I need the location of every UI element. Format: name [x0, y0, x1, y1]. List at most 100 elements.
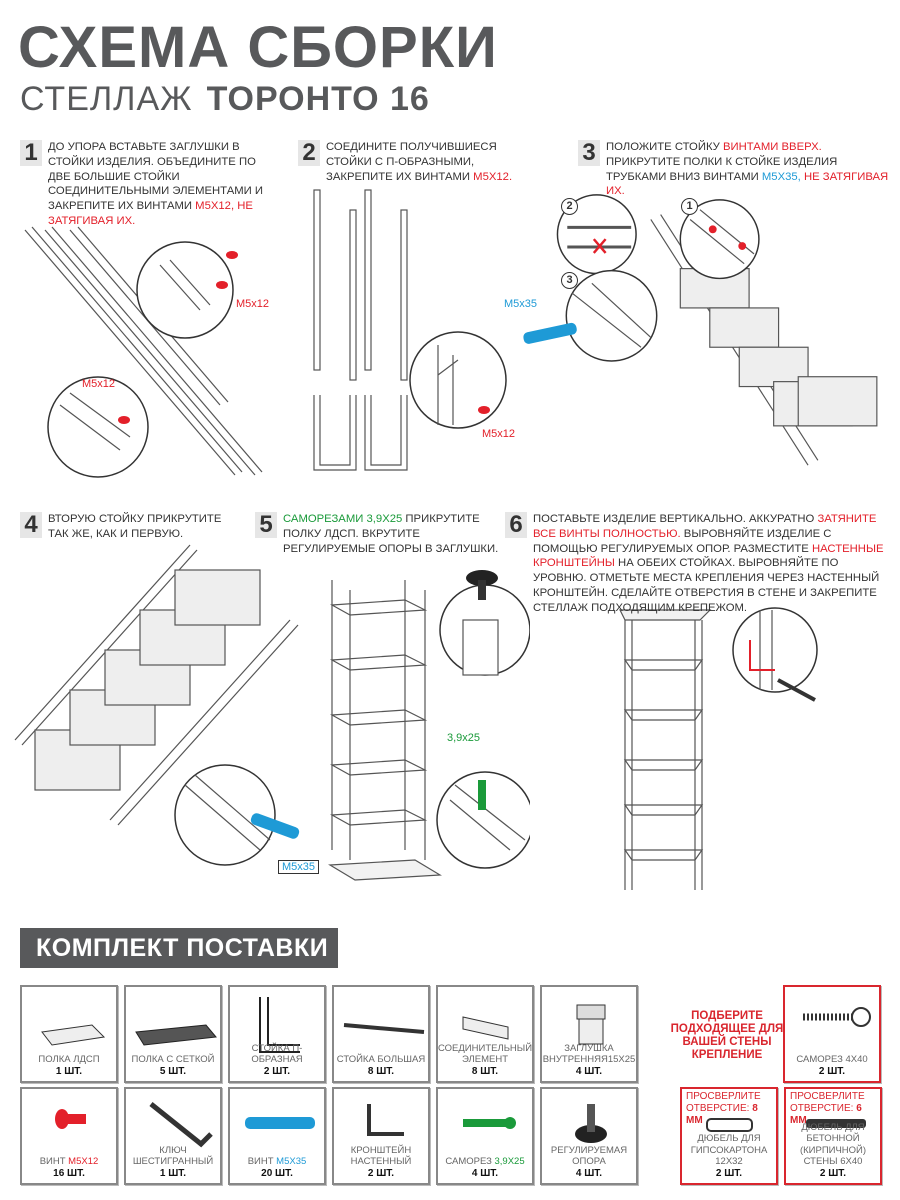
- drywall-anchor-icon: [706, 1118, 753, 1132]
- concrete-anchor-icon: [806, 1119, 866, 1128]
- step-instruction: Поставьте изделие вертикально. Аккуратно…: [533, 512, 893, 616]
- callout-m5x35: M5x35: [278, 860, 320, 874]
- item-qty: 2 шт.: [263, 1065, 291, 1077]
- item-qty: 8 шт.: [367, 1065, 395, 1077]
- item-size: M5x12: [68, 1156, 99, 1167]
- step-instruction: Положите стойку винтами вверх. Прикрутит…: [606, 140, 896, 199]
- callout-m5x12: M5x12: [482, 428, 516, 440]
- kit-section-title: КОМПЛЕКТ ПОСТАВКИ: [20, 928, 338, 968]
- step-number: 4: [20, 512, 42, 538]
- item-qty: 2 шт.: [819, 1167, 847, 1179]
- instruction-segment: M5x12.: [473, 170, 513, 183]
- red-screw-icon: [55, 1109, 86, 1129]
- item-qty: 2 шт.: [367, 1167, 395, 1179]
- leveling-foot-icon: [575, 1104, 607, 1143]
- kit-item-concrete-anchor: Просверлите отверстие: 6 мм Дюбель для б…: [784, 1087, 882, 1185]
- item-name: Соединительный элемент: [438, 1042, 533, 1066]
- instruction-segment: Поставьте изделие вертикально. Аккуратно: [533, 513, 818, 525]
- item-qty: 8 шт.: [471, 1065, 499, 1077]
- step-instruction: Саморезами 3,9x25 прикрутите полку ЛДСП.…: [283, 512, 503, 556]
- green-screw-icon: [463, 1117, 516, 1129]
- step-number: 2: [298, 140, 320, 166]
- kit-item: Винт M5x1216 шт.: [20, 1087, 118, 1185]
- mesh-shelf-icon: [135, 1024, 217, 1046]
- step-1-illustration: [24, 226, 263, 478]
- kit-item: Соединительный элемент8 шт.: [436, 985, 534, 1083]
- instruction-segment: настенные кронштейны: [533, 542, 884, 570]
- item-name: Ключ шестигранный: [132, 1144, 214, 1168]
- item-qty: 4 шт.: [575, 1065, 603, 1077]
- instruction-segment: M5x35,: [761, 170, 801, 183]
- instruction-segment: До упора вставьте заглушки в стойки изде…: [48, 141, 264, 213]
- kit-item: Регулируемая опора4 шт.: [540, 1087, 638, 1185]
- wood-screw-icon: [803, 1007, 871, 1027]
- step-number: 1: [20, 140, 42, 166]
- u-post-icon: [259, 997, 300, 1053]
- item-qty: 2 шт.: [715, 1167, 743, 1179]
- drill-label: Просверлите отверстие:: [686, 1091, 761, 1114]
- kit-item: Ключ шестигранный1 шт.: [124, 1087, 222, 1185]
- item-name: Дюбель для бетонной (кирпичной) стены 6x…: [799, 1121, 867, 1168]
- instruction-segment: Прикрутите полки к стойке изделия трубка…: [606, 155, 838, 183]
- item-qty: 4 шт.: [471, 1167, 499, 1179]
- step-instruction: Вторую стойку прикрутите так же, как и п…: [48, 512, 243, 542]
- item-name: Саморез 4x40: [796, 1054, 868, 1065]
- item-qty: 1 шт.: [55, 1065, 83, 1077]
- item-name: Кронштейн настенный: [350, 1144, 412, 1168]
- step-number: 6: [505, 512, 527, 538]
- item-name: Стойка П-образная: [251, 1042, 303, 1066]
- instruction-segment: на обеих стойках. Выровняйте по уровню. …: [533, 557, 880, 614]
- step-6-illustration: [619, 607, 818, 890]
- item-name: Стойка большая: [336, 1054, 426, 1065]
- plug-icon: [576, 1004, 606, 1045]
- model-name: ТОРОНТО 16: [206, 80, 430, 118]
- subtitle-prefix: СТЕЛЛАЖ: [20, 80, 193, 118]
- item-name: Саморез: [445, 1156, 495, 1167]
- item-name: Винт: [39, 1156, 69, 1167]
- step-instruction: До упора вставьте заглушки в стойки изде…: [48, 140, 278, 229]
- callout-m5x35: M5x35: [504, 298, 538, 310]
- instruction-segment: прикрутите полку ЛДСП. Вкрутите регулиру…: [283, 513, 499, 555]
- kit-item: Саморез 3,9x254 шт.: [436, 1087, 534, 1185]
- kit-item: Стойка П-образная2 шт.: [228, 985, 326, 1083]
- instruction-segment: Соедините получившиеся стойки с П-образн…: [326, 141, 497, 183]
- connector-icon: [462, 1016, 509, 1040]
- item-size: 3,9x25: [494, 1156, 525, 1167]
- instruction-segment: не затягивая их.: [606, 170, 889, 198]
- kit-item: Винт M5x3520 шт.: [228, 1087, 326, 1185]
- step-2-illustration: [313, 189, 507, 471]
- item-name: Регулируемая опора: [550, 1144, 628, 1168]
- kit-item-screw-4x40: Саморез 4x402 шт.: [783, 985, 881, 1083]
- item-name: Полка ЛДСП: [38, 1054, 100, 1065]
- instruction-segment: Саморезами 3,9x25: [283, 513, 403, 525]
- callout-circle-2: 2: [561, 198, 578, 215]
- instruction-segment: винтами вверх.: [722, 141, 822, 153]
- step-instruction: Соедините получившиеся стойки с П-образн…: [326, 140, 526, 184]
- kit-item: Полка с сеткой5 шт.: [124, 985, 222, 1083]
- step-number: 5: [255, 512, 277, 538]
- drill-size: 6 мм: [790, 1103, 862, 1126]
- kit-item: Стойка большая8 шт.: [332, 985, 430, 1083]
- wall-fastener-note: Подберите подходящее для вашей стены кре…: [670, 1010, 784, 1061]
- item-size: M5x35: [276, 1156, 307, 1167]
- page-subtitle: СТЕЛЛАЖ ТОРОНТО 16: [20, 80, 430, 118]
- item-qty: 1 шт.: [159, 1167, 187, 1179]
- callout-circle-3: 3: [561, 272, 578, 289]
- kit-item: Кронштейн настенный2 шт.: [332, 1087, 430, 1185]
- item-name: Винт: [247, 1156, 277, 1167]
- item-qty: 5 шт.: [159, 1065, 187, 1077]
- instruction-segment: Положите стойку: [606, 141, 723, 153]
- item-qty: 20 шт.: [261, 1167, 293, 1179]
- item-qty: 4 шт.: [575, 1167, 603, 1179]
- long-post-icon: [343, 1023, 425, 1034]
- callout-m5x12: M5x12: [236, 298, 270, 310]
- item-qty: 2 шт.: [818, 1065, 846, 1077]
- item-name: Заглушка внутренняя15x25: [542, 1042, 636, 1066]
- drill-size: 8 мм: [686, 1103, 758, 1126]
- instruction-segment: Выровняйте изделие с помощью регулируемы…: [533, 527, 832, 555]
- instruction-segment: M5x12, не затягивая их.: [48, 200, 253, 227]
- item-name: Дюбель для гипсокартона 12x32: [690, 1133, 768, 1167]
- blue-screw-icon: [245, 1117, 315, 1129]
- callout-circle-1: 1: [681, 198, 698, 215]
